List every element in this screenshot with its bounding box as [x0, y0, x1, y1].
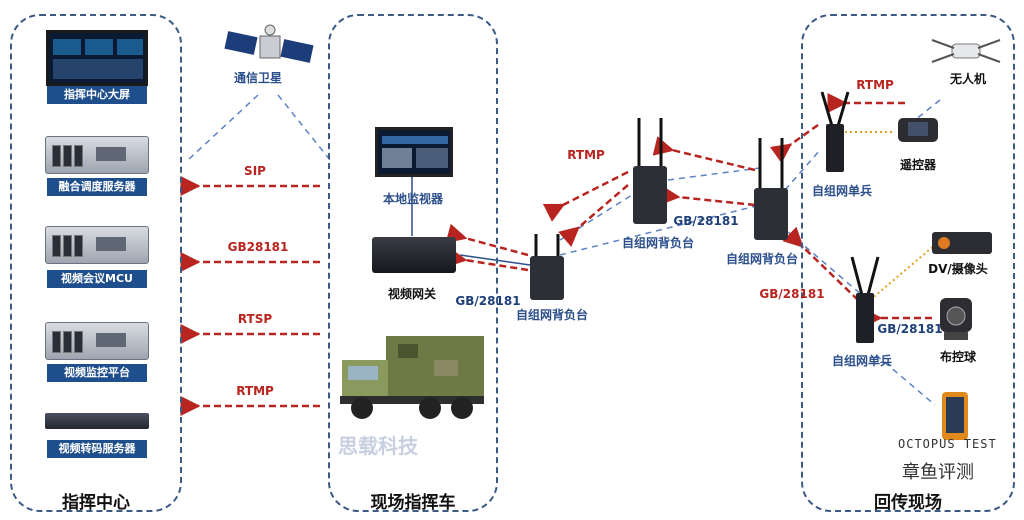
- camera-icon: [932, 232, 992, 254]
- command-truck-icon: [340, 336, 484, 419]
- panel-title-command-center: 指挥中心: [62, 493, 130, 513]
- backpack-1-label: 自组网背负台: [515, 308, 588, 322]
- dome-camera-label: 布控球: [939, 350, 976, 364]
- protocol-sip: SIP: [244, 164, 266, 178]
- protocol-ball-link: GB/28181: [877, 322, 943, 336]
- field-vehicle-panel: [328, 14, 498, 512]
- video-gateway-icon: [372, 237, 456, 273]
- satellite-icon: [224, 24, 314, 63]
- smartphone-icon: [942, 392, 968, 440]
- device-label-big-screen: 指挥中心大屏: [47, 86, 147, 104]
- panel-title-field-vehicle: 现场指挥车: [370, 493, 456, 513]
- panel-title-return-site: 回传现场: [874, 493, 942, 513]
- soldier-2-label: 自组网单兵: [831, 354, 892, 368]
- return-site-panel: [801, 14, 1015, 512]
- video-platform-server-icon: [45, 322, 149, 360]
- backpack-2-label: 自组网背负台: [621, 236, 694, 250]
- device-label-mcu: 视频会议MCU: [47, 270, 147, 288]
- watermark-siyi: 思载科技: [338, 434, 418, 458]
- command-center-panel: [10, 14, 182, 512]
- local-monitor: [375, 127, 453, 177]
- protocol-rtsp: RTSP: [237, 312, 273, 326]
- video-gateway-label: 视频网关: [387, 287, 436, 301]
- protocol-bp2-link: GB/28181: [673, 214, 739, 228]
- backpack-3-label: 自组网背负台: [725, 252, 798, 266]
- dome-camera-icon: [940, 298, 972, 340]
- camera-label: DV/摄像头: [928, 262, 988, 276]
- watermark-octopus-cn: 章鱼评测: [902, 462, 974, 483]
- watermark-octopus-en: OCTOPUS TEST: [898, 437, 997, 451]
- mcu-server-icon: [45, 226, 149, 264]
- drone-label: 无人机: [949, 72, 986, 86]
- protocol-rtmp: RTMP: [236, 384, 274, 398]
- backpack-radio-1-icon: [530, 234, 564, 300]
- soldier-1-label: 自组网单兵: [811, 184, 872, 198]
- soldier-unit-2-icon: [850, 256, 880, 343]
- local-monitor-label: 本地监视器: [382, 192, 443, 206]
- satellite-to-center-link: [187, 94, 259, 161]
- soldier-unit-1-icon: [820, 91, 850, 172]
- device-label-transcode: 视频转码服务器: [47, 440, 147, 458]
- protocol-gw-link: GB/28181: [455, 294, 521, 308]
- satellite-label: 通信卫星: [233, 71, 282, 85]
- fusion-server-icon: [45, 136, 149, 174]
- backpack-radio-2-icon: [633, 118, 667, 224]
- remote-controller-icon: [898, 118, 938, 142]
- command-big-screen: [46, 30, 148, 86]
- backpack-radio-3-icon: [754, 138, 788, 240]
- transcode-server-icon: [45, 413, 149, 429]
- drone-icon: [931, 39, 1001, 63]
- protocol-soldier-link: GB/28181: [759, 287, 825, 301]
- remote-label: 遥控器: [899, 158, 936, 172]
- satellite-to-vehicle-link: [277, 94, 331, 161]
- device-label-fusion-server: 融合调度服务器: [47, 178, 147, 196]
- protocol-gb28181: GB28181: [227, 240, 289, 254]
- protocol-drone-link: RTMP: [856, 78, 894, 92]
- device-label-video-platform: 视频监控平台: [47, 364, 147, 382]
- protocol-top-link: RTMP: [567, 148, 605, 162]
